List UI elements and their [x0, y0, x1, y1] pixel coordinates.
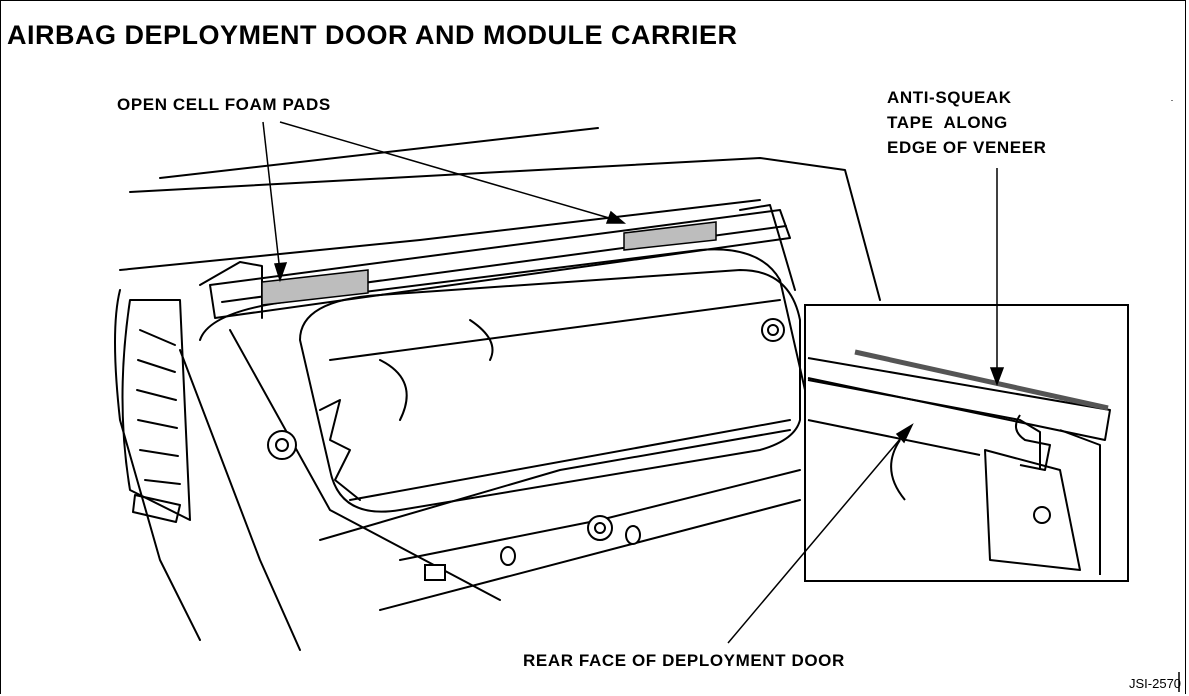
inset-bracket: [1015, 414, 1051, 471]
vent-slat-1: [139, 329, 176, 346]
lower-dash-1: [229, 329, 501, 601]
inset-tape-strip: [854, 349, 1109, 411]
vent-outline: [121, 299, 191, 521]
airbag-wrinkle-3: [469, 319, 494, 361]
airbag-wrinkle-2: [379, 359, 408, 421]
foam-arrow-left: [274, 262, 288, 283]
carrier-left-bracket: [199, 261, 263, 319]
bolt-lower-center: [625, 525, 641, 545]
bolt-right-upper-head: [767, 324, 779, 336]
inset-door-lower: [807, 419, 981, 456]
dash-top-panel: [129, 157, 881, 301]
airbag-module-fold: [329, 299, 781, 361]
lower-vent: [132, 494, 181, 523]
dash-top-line: [159, 127, 599, 179]
anti-squeak-tape-label: ANTI-SQUEAK TAPE ALONG EDGE OF VENEER: [887, 85, 1047, 160]
inset-bolt: [1033, 506, 1051, 524]
vent-slat-5: [139, 449, 179, 457]
lower-dash-2: [319, 429, 791, 541]
foam-pads-label: OPEN CELL FOAM PADS: [117, 95, 331, 114]
foam-leader-left: [262, 121, 281, 273]
bolt-left-head: [275, 438, 289, 452]
lower-dash-4: [379, 499, 801, 611]
tape-label-line-2: TAPE ALONG: [887, 113, 1008, 132]
bolt-lower-left: [500, 546, 516, 566]
vent-slat-6: [144, 479, 181, 485]
figure-title: AIRBAG DEPLOYMENT DOOR AND MODULE CARRIE…: [7, 20, 738, 50]
carrier-upper-rail: [209, 209, 791, 319]
airbag-module-lower: [349, 419, 791, 501]
bolt-bottom: [424, 564, 446, 581]
lower-dash-5: [114, 289, 201, 641]
foam-pad-left: [261, 269, 369, 306]
foam-leader-right: [279, 121, 617, 221]
door-opening: [199, 248, 806, 391]
foam-pad-right: [623, 221, 717, 251]
airbag-module-body: [299, 269, 801, 513]
tape-label-line-1: ANTI-SQUEAK: [887, 88, 1012, 107]
tape-label-line-3: EDGE OF VENEER: [887, 138, 1047, 157]
airbag-wrinkle-1: [319, 399, 361, 501]
vent-slat-3: [136, 389, 177, 401]
rear-face-label: REAR FACE OF DEPLOYMENT DOOR: [523, 651, 845, 670]
carrier-right-bracket: [739, 204, 796, 291]
foam-arrow-right: [605, 210, 627, 224]
tape-arrow: [989, 367, 1005, 387]
dash-top-panel-inner: [119, 199, 761, 271]
vent-slat-2: [137, 359, 176, 373]
rear-face-arrow: [895, 423, 914, 444]
inset-detail-box: [804, 304, 1129, 582]
rear-face-leader: [727, 431, 907, 644]
inset-door-face: [807, 379, 1041, 470]
vent-slat-4: [137, 419, 178, 429]
lower-dash-6: [179, 349, 301, 651]
inset-crease: [890, 439, 906, 501]
inset-edge-right: [1059, 429, 1101, 575]
bolt-lower-mid-head: [594, 522, 606, 534]
inset-mount-plate: [984, 449, 1081, 571]
figure-code: JSI-2570: [1129, 676, 1182, 691]
